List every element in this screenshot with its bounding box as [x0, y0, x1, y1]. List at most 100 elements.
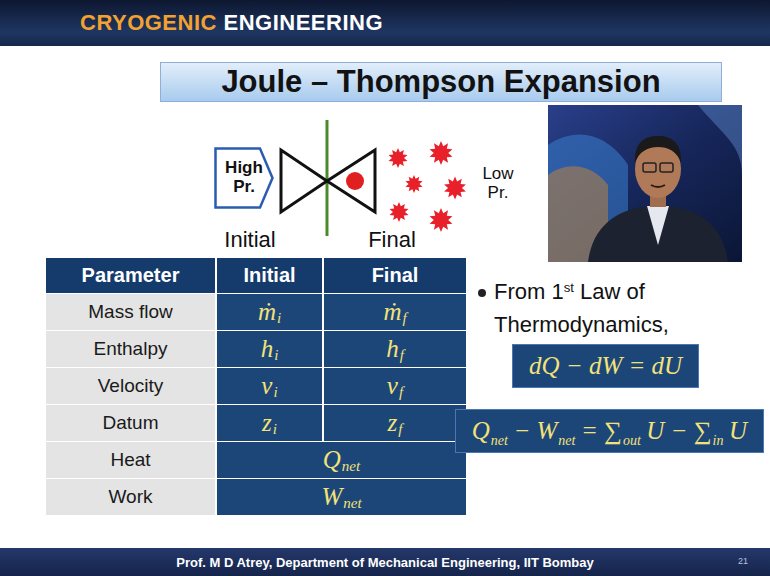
equation-text: Q [472, 417, 490, 444]
subscript: i [273, 384, 277, 401]
parameter-name-holder: Enthalpy [46, 331, 215, 367]
bullet-text: From 1 [494, 279, 564, 304]
presenter-moustache [651, 185, 665, 187]
symbol-cell-holder: vf [324, 368, 466, 404]
symbol-cell: h [386, 335, 399, 363]
subscript: f [399, 384, 403, 401]
symbol-cell: ṁ [258, 298, 276, 326]
high-pressure-inlet: High Pr. [214, 147, 274, 209]
table-cell [46, 294, 215, 330]
banner-text: CRYOGENIC [80, 10, 217, 35]
table-header-cell [46, 258, 215, 293]
parameter-name-holder: Velocity [46, 368, 215, 404]
symbol-cell-holder: ṁi [217, 294, 322, 330]
valve-left-cone [281, 150, 327, 212]
subscript: i [274, 347, 278, 364]
text-holder: Prof. M D Atrey, Department of Mechanica… [176, 553, 594, 571]
pressure-label: High Pr. [225, 158, 263, 196]
symbol-cell: ṁ [383, 298, 401, 326]
table-header-holder: Parameter [46, 258, 215, 293]
table-cell [46, 405, 215, 441]
expanded-gas-star [388, 148, 407, 168]
table-header-cell [217, 258, 322, 293]
table-cell [324, 368, 466, 404]
symbol-cell-holder: zi [217, 405, 322, 441]
text-holder: High Pr. [225, 159, 263, 196]
table-cell [217, 331, 322, 367]
gas-particle [346, 172, 364, 190]
presenter-hair [635, 136, 681, 163]
parameter-name: Mass flow [88, 301, 172, 323]
table-cell [46, 479, 215, 515]
superscript: st [564, 280, 574, 295]
symbol-cell-holder: zf [324, 405, 466, 441]
parameter-name-holder: Datum [46, 405, 215, 441]
parameter-name-holder: Work [46, 479, 215, 515]
symbol-cell: z [262, 409, 272, 437]
equation-text: = ∑ [581, 417, 622, 444]
table-cell [324, 405, 466, 441]
table-cell [46, 368, 215, 404]
table-cell [217, 442, 466, 478]
symbol-cell: Q [323, 446, 341, 474]
state-label-holder: Initial [205, 226, 295, 254]
banner-text: ENGINEERING [224, 10, 384, 35]
equation-text: dQ − dW = dU [529, 352, 682, 379]
bullet-point [478, 289, 486, 297]
header-bar: CRYOGENIC ENGINEERING [0, 0, 770, 46]
table-cell [217, 479, 466, 515]
symbol-cell-holder: vi [217, 368, 322, 404]
equation-text: − W [513, 417, 557, 444]
state-label-holder: Final [347, 226, 437, 254]
subscript: net [343, 495, 361, 512]
symbol-cell-holder: Wnet [217, 479, 466, 515]
subscript: i [277, 310, 281, 327]
equation-box: dQ − dW = dU [512, 344, 699, 388]
table-cell [324, 294, 466, 330]
parameter-name: Work [109, 486, 153, 508]
pentagon-shape [216, 149, 273, 208]
expanded-gas-star [444, 177, 466, 200]
table-header: Parameter [82, 264, 180, 287]
symbol-cell: W [321, 483, 342, 511]
subscript: net [491, 433, 508, 448]
parameter-name-holder: Heat [46, 442, 215, 478]
presenter-suit [588, 205, 728, 262]
bullet-text-holder: From 1stLaw of Thermodynamics, [494, 277, 714, 340]
banner-text: Prof. M D Atrey, Department of Mechanica… [176, 555, 594, 570]
parameter-name-holder: Mass flow [46, 294, 215, 330]
valve-right-cone [327, 150, 375, 212]
text-holder: CRYOGENIC ENGINEERING [80, 10, 383, 36]
presenter-glasses [643, 163, 656, 172]
table-cell [46, 442, 215, 478]
symbol-cell-holder: hi [217, 331, 322, 367]
equation-box: Qnet− Wnet= ∑outU − ∑inU [455, 409, 764, 453]
subscript: net [558, 433, 575, 448]
table-header-cell [324, 258, 466, 293]
pressure-label: Low Pr. [482, 165, 513, 202]
table-header-holder: Final [324, 258, 466, 293]
slide-title: Joule – Thompson Expansion [221, 64, 660, 100]
table-cell [46, 331, 215, 367]
photo-background [548, 105, 742, 262]
text-holder: Qnet− Wnet= ∑outU − ∑inU [472, 417, 747, 445]
symbol-cell: h [261, 335, 274, 363]
table-cell [217, 368, 322, 404]
presenter-shirt [647, 206, 669, 245]
pressure-label-holder: Low Pr. [470, 158, 526, 210]
presenter-glasses [660, 163, 673, 172]
subscript: out [623, 433, 641, 448]
symbol-cell: z [388, 409, 398, 437]
slide-number: 21 [738, 556, 748, 566]
table-header: Initial [243, 264, 295, 287]
table-cell [324, 331, 466, 367]
subscript: in [713, 433, 724, 448]
parameter-name: Heat [110, 449, 150, 471]
parameter-name: Datum [103, 412, 159, 434]
parameter-name: Enthalpy [94, 338, 168, 360]
symbol-cell-holder: hf [324, 331, 466, 367]
table-header: Final [372, 264, 419, 287]
text-holder: dQ − dW = dU [529, 352, 682, 380]
symbol-cell: v [261, 372, 272, 400]
